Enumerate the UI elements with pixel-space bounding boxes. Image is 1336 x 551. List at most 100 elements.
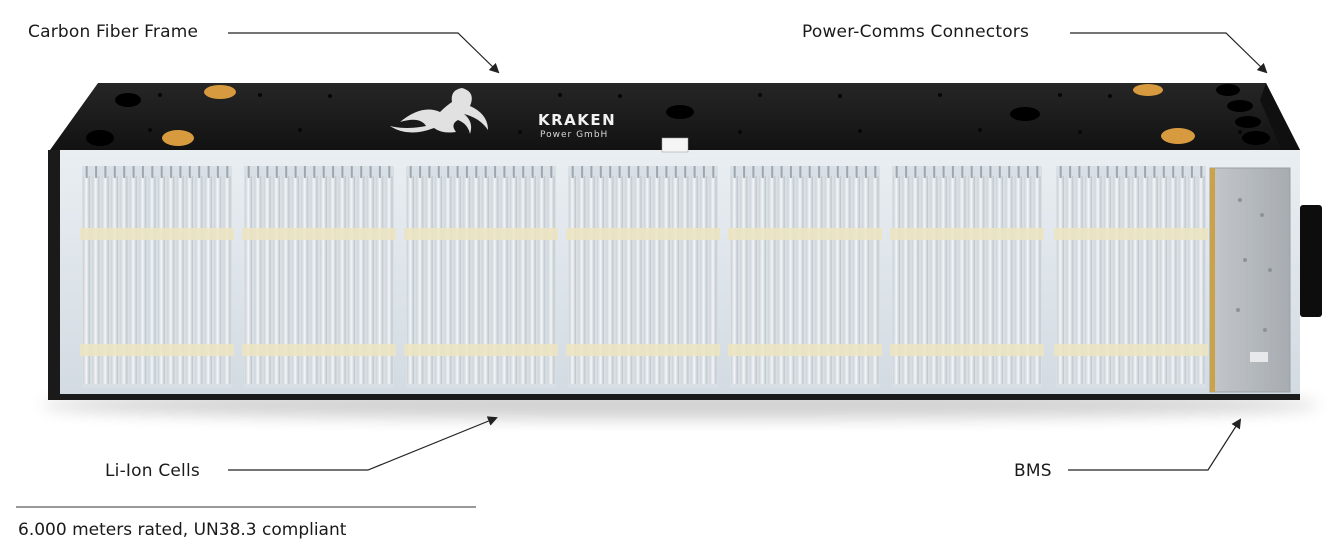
li-ion-cell [186, 176, 193, 384]
cell-tape [80, 344, 234, 356]
li-ion-cell [416, 176, 424, 384]
cell-tab [257, 166, 260, 178]
li-ion-cell [528, 176, 536, 384]
li-ion-cell [759, 176, 766, 384]
li-ion-cell [92, 176, 100, 384]
cell-tab [475, 166, 478, 178]
cell-tab [132, 166, 135, 178]
li-ion-cell [930, 176, 938, 384]
li-ion-cell [263, 176, 271, 384]
label-li-ion-cells: Li-Ion Cells [105, 461, 200, 481]
li-ion-cell [510, 176, 517, 384]
cell-tab [961, 166, 964, 178]
cell-tab [855, 166, 858, 178]
li-ion-cell [653, 176, 661, 384]
cell-tab [503, 166, 506, 178]
li-ion-cell [968, 176, 975, 384]
cell-tab [428, 166, 431, 178]
cell-tab [771, 166, 774, 178]
cell-tab [656, 166, 659, 178]
cell-tab [1153, 166, 1156, 178]
cell-tab [789, 166, 792, 178]
li-ion-cell [911, 176, 919, 384]
cell-tab [95, 166, 98, 178]
cell-tab [665, 166, 668, 178]
li-ion-cell [777, 176, 785, 384]
frame-left-edge [48, 150, 60, 396]
li-ion-cell [1066, 176, 1074, 384]
li-ion-cell [986, 176, 994, 384]
cell-tab [874, 166, 877, 178]
li-ion-cell [1122, 176, 1130, 384]
cell-tape [566, 228, 720, 240]
cell-tab [216, 166, 219, 178]
leader-power-comms-connectors [1070, 32, 1268, 74]
bms-edge-strip [1210, 168, 1215, 392]
cell-tab [360, 166, 363, 178]
li-ion-cell [444, 176, 452, 384]
cell-tab [113, 166, 116, 178]
li-ion-cell [1024, 176, 1032, 384]
cell-tab [419, 166, 422, 178]
cell-tab [409, 166, 412, 178]
cell-tab [85, 166, 88, 178]
li-ion-cell [634, 176, 642, 384]
cell-tape [242, 228, 396, 240]
li-ion-cell [500, 176, 508, 384]
cell-tab [693, 166, 696, 178]
cell-tape [890, 344, 1044, 356]
li-ion-cell [921, 176, 928, 384]
cell-tab [1125, 166, 1128, 178]
li-ion-cell [1033, 176, 1041, 384]
cell-tab [151, 166, 154, 178]
cell-tab [1059, 166, 1062, 178]
li-ion-cell [83, 176, 90, 384]
li-ion-cell [690, 176, 698, 384]
cell-tab [388, 166, 391, 178]
li-ion-cell [348, 176, 355, 384]
li-ion-cell [958, 176, 966, 384]
li-ion-cell [815, 176, 823, 384]
li-ion-cell [768, 176, 776, 384]
li-ion-cell [902, 176, 910, 384]
cell-tab [627, 166, 630, 178]
li-ion-cell [538, 176, 546, 384]
cell-tab [512, 166, 515, 178]
cell-tab [571, 166, 574, 178]
li-ion-cell [1132, 176, 1139, 384]
cell-tab [522, 166, 525, 178]
cell-tab [1181, 166, 1184, 178]
li-ion-cell [435, 176, 442, 384]
frame-screw-holes [148, 93, 1242, 134]
cell-tab [1106, 166, 1109, 178]
li-ion-cell [662, 176, 670, 384]
cell-tab [266, 166, 269, 178]
li-ion-cell [254, 176, 262, 384]
cell-tab [637, 166, 640, 178]
li-ion-cell [893, 176, 900, 384]
li-ion-cell [472, 176, 480, 384]
li-ion-cell [1150, 176, 1158, 384]
li-ion-cell [1103, 176, 1111, 384]
cell-tab [998, 166, 1001, 178]
li-ion-cell [176, 176, 184, 384]
li-ion-cell [273, 176, 280, 384]
cell-tab [465, 166, 468, 178]
cell-tab [951, 166, 954, 178]
li-ion-cell [1169, 176, 1177, 384]
footnote-rating: 6.000 meters rated, UN38.3 compliant [18, 520, 347, 540]
cell-tab [1200, 166, 1203, 178]
cell-tab [1008, 166, 1011, 178]
cell-tab [378, 166, 381, 178]
li-ion-cell [700, 176, 708, 384]
li-ion-cell [407, 176, 414, 384]
li-ion-cell [709, 176, 717, 384]
label-power-comms-connectors: Power-Comms Connectors [802, 22, 1030, 42]
li-ion-cell [453, 176, 461, 384]
li-ion-cell [111, 176, 118, 384]
cell-tab [712, 166, 715, 178]
cell-tab [350, 166, 353, 178]
cell-tab [247, 166, 250, 178]
cell-tab [684, 166, 687, 178]
cell-tab [294, 166, 297, 178]
